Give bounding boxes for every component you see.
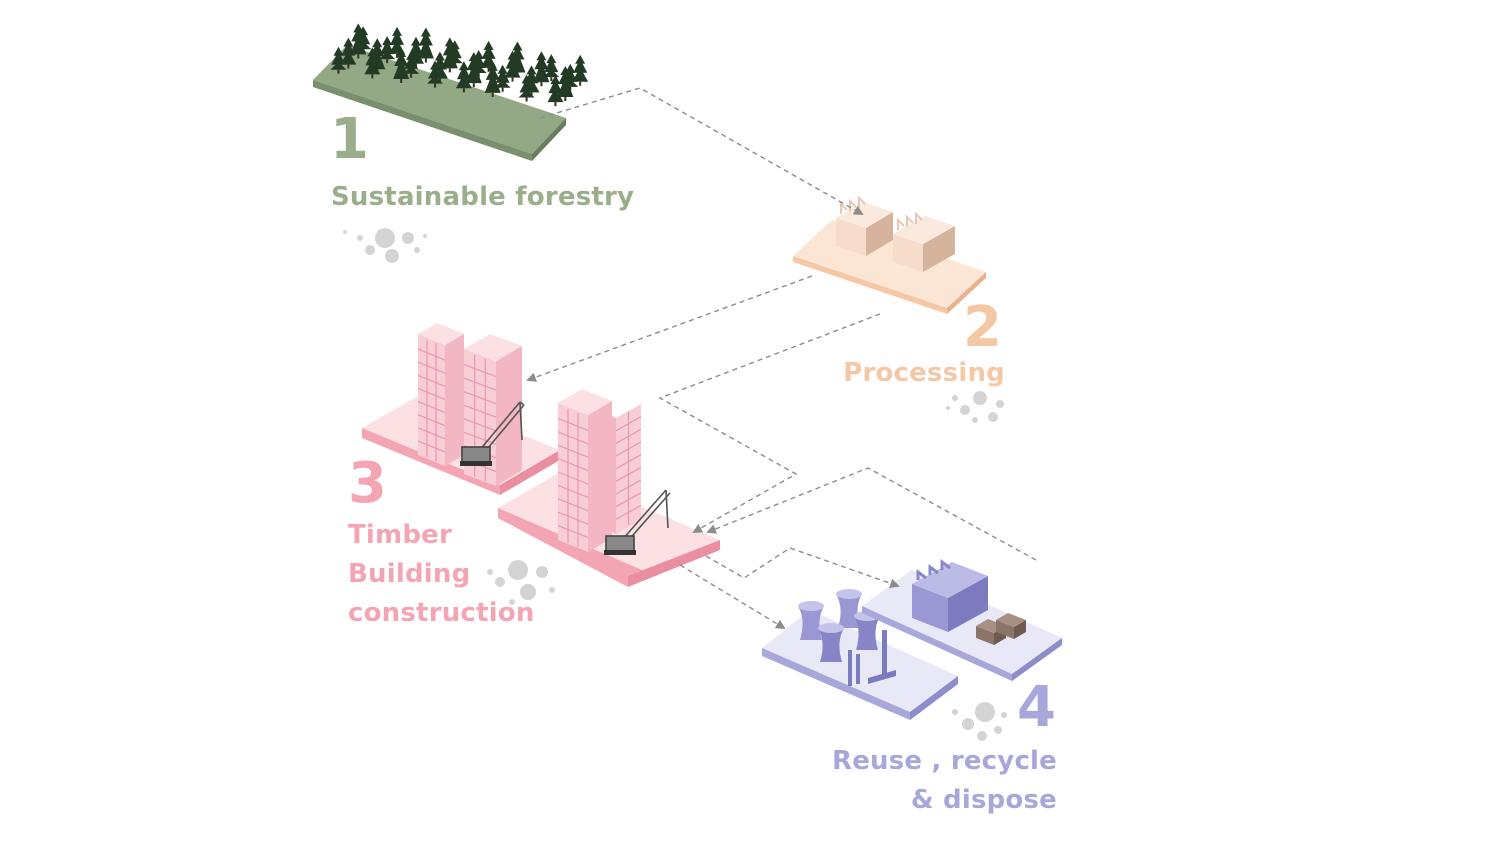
- decorative-dots-3: [487, 560, 555, 605]
- stage-2-number: 2: [963, 295, 1002, 360]
- stage-2-label-line: Processing: [843, 358, 1005, 388]
- decorative-dots-4: [952, 702, 1007, 741]
- cooling-towers-icon: [798, 589, 896, 686]
- stage-4-label-line-1: Reuse , recycle: [831, 746, 1057, 776]
- wood-pallets-icon: [976, 613, 1026, 645]
- crane-front-icon: [604, 489, 671, 555]
- decorative-dots-1: [343, 228, 427, 263]
- arrow-construction-to-recycling: [705, 547, 900, 589]
- recycling-factory-icon: [912, 559, 988, 632]
- stage-3-label: Timber Building construction: [348, 516, 535, 633]
- stage-3-label-line-1: Timber: [348, 520, 453, 550]
- stage-2-label: Processing: [820, 354, 1005, 393]
- stage-1-number: 1: [330, 107, 369, 172]
- arrow-forest-to-processing: [539, 87, 864, 215]
- stage-3-label-line-3: construction: [348, 598, 535, 628]
- flow-arrows: [526, 87, 1037, 630]
- arrow-processing-to-construction-2: [658, 313, 881, 533]
- arrow-construction-to-energy: [679, 564, 786, 630]
- stage-4-label: Reuse , recycle & dispose: [820, 742, 1057, 820]
- decorative-dots-2: [946, 391, 1004, 423]
- crane-back-icon: [460, 401, 525, 466]
- sawmill-factory-icon: [836, 195, 955, 272]
- stage-3-label-line-2: Building: [348, 559, 471, 589]
- stage-3-number: 3: [348, 451, 387, 516]
- arrow-recycle-to-construction: [706, 467, 1037, 561]
- timber-towers-front-icon: [557, 389, 642, 552]
- stage-4-number: 4: [1017, 675, 1056, 740]
- stage-1-label-line: Sustainable forestry: [331, 182, 635, 212]
- forest-platform: [313, 23, 589, 161]
- pine-trees-icon: [330, 23, 589, 107]
- stage-1-label: Sustainable forestry: [331, 178, 634, 217]
- arrow-processing-to-construction: [526, 275, 813, 382]
- stage-4-label-line-2: & dispose: [910, 785, 1057, 815]
